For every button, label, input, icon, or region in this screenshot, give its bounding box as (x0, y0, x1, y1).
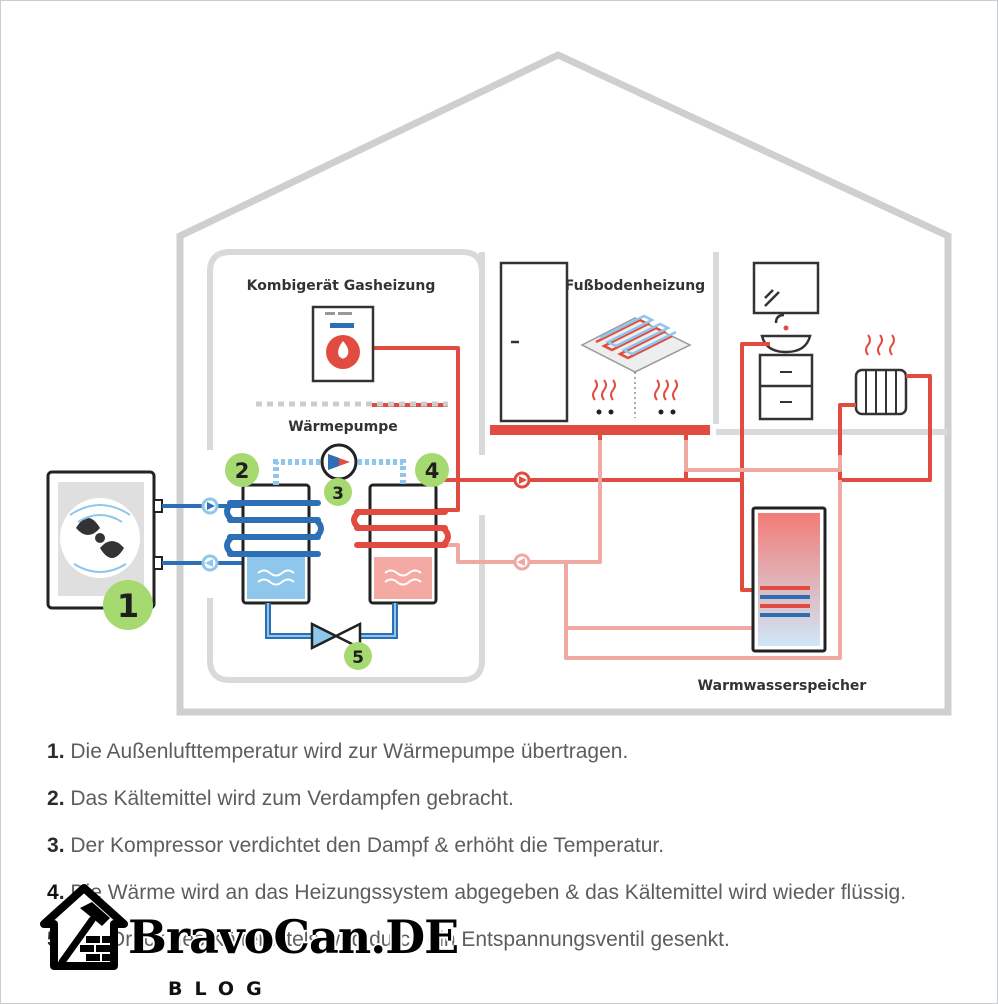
step-list: 1. Die Außenlufttemperatur wird zur Wärm… (47, 740, 906, 975)
floor-heating-icon (580, 314, 692, 418)
svg-text:4: 4 (425, 459, 440, 483)
step-item: 3. Der Kompressor verdichtet den Dampf &… (47, 834, 665, 857)
marker-1: 1 (103, 580, 153, 630)
marker-3: 3 (324, 478, 352, 506)
marker-2: 2 (225, 453, 259, 487)
water-tank-icon (751, 506, 827, 653)
heat-pump-diagram: 1 2 3 4 5 Kombigerät Gasheizung Wärmepum… (46, 51, 952, 716)
step-item: 1. Die Außenlufttemperatur wird zur Wärm… (47, 740, 629, 763)
gas-boiler-icon (311, 305, 375, 383)
floor-heating-label: Fußbodenheizung (565, 278, 705, 294)
expansion-valve-icon (310, 621, 362, 651)
step-item: 2. Das Kältemittel wird zum Verdampfen g… (47, 787, 514, 810)
room-divider (479, 252, 948, 435)
door-icon (499, 261, 569, 423)
house-hammer-icon (40, 884, 128, 970)
svg-text:5: 5 (352, 648, 364, 668)
outdoor-unit-icon (46, 470, 163, 610)
gas-boiler-label: Kombigerät Gasheizung (247, 278, 436, 294)
svg-text:2: 2 (235, 459, 250, 483)
house-outline (176, 51, 952, 716)
step-item: 4. Die Wärme wird an das Heizungssystem … (47, 881, 907, 904)
floor-heating-pipe (490, 425, 710, 435)
marker-4: 4 (415, 453, 449, 487)
marker-5: 5 (344, 642, 372, 670)
brand-subtitle: BLOG (168, 978, 274, 1000)
brand-name: BravoCan.DE (128, 910, 459, 964)
svg-text:3: 3 (332, 484, 344, 504)
compressor-icon (320, 443, 358, 481)
watermark-logo: BravoCan.DE BLOG (40, 872, 459, 1002)
water-tank-label: Warmwasserspeicher (698, 678, 867, 694)
radiator-icon (854, 334, 908, 416)
svg-text:1: 1 (117, 587, 139, 625)
heat-pump-label: Wärmepumpe (288, 419, 397, 435)
condenser-icon (351, 483, 451, 605)
sink-icon (758, 313, 814, 421)
evaporator-icon (224, 483, 324, 605)
heat-wave-icon (592, 379, 678, 401)
mirror-icon (752, 261, 820, 315)
